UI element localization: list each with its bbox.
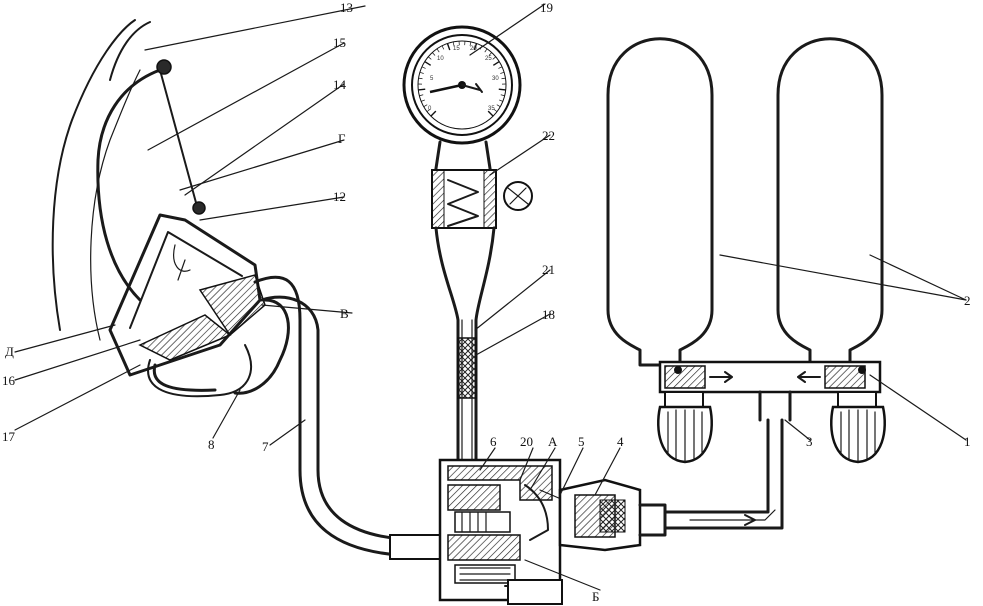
gauge-tick — [487, 110, 494, 117]
label-21: 21 — [542, 262, 555, 277]
label-17: 17 — [2, 429, 16, 444]
manifold — [658, 360, 882, 422]
high-pressure-line-3 — [663, 418, 784, 530]
gauge-scale-label: 10 — [437, 56, 444, 62]
strap-buckle-icon — [192, 201, 206, 215]
label-18: 18 — [542, 307, 555, 322]
breathing-hose-7 — [253, 275, 441, 560]
gauge-tick — [498, 88, 506, 91]
head-outline — [51, 19, 151, 341]
gauge-tick — [441, 45, 445, 50]
gauge-scale-label: 20 — [470, 46, 477, 52]
gauge-tick — [423, 104, 428, 108]
mask-valve-box — [138, 314, 232, 361]
gauge-tick — [419, 94, 424, 97]
gauge-tick — [493, 108, 498, 112]
gauge-tick — [421, 99, 426, 102]
valve-handwheel-right — [830, 391, 886, 464]
gauge-tick — [498, 99, 503, 102]
label-G: Г — [338, 131, 346, 146]
label-7: 7 — [262, 439, 269, 454]
gauge-scale-label: 30 — [492, 76, 499, 82]
capillary-tube-21 — [434, 226, 496, 462]
filter-18 — [457, 337, 477, 399]
cylinder-right — [776, 37, 884, 367]
gauge-ticks — [418, 41, 506, 117]
gauge-tick — [419, 72, 424, 74]
gauge-tick — [436, 48, 440, 53]
cylinder-left — [606, 37, 714, 367]
gauge-tick — [426, 108, 431, 112]
helmet-frame — [96, 59, 206, 302]
gauge-tick — [418, 88, 426, 91]
label-A: А — [548, 434, 558, 449]
label-5: 5 — [578, 434, 585, 449]
label-3: 3 — [806, 434, 813, 449]
label-8: 8 — [208, 437, 215, 452]
gauge-tick — [500, 94, 505, 97]
label-15: 15 — [333, 35, 346, 50]
label-6: 6 — [490, 434, 497, 449]
gauge-tick — [446, 43, 451, 51]
label-4: 4 — [617, 434, 624, 449]
gauge-tick — [421, 66, 426, 69]
hose-coupling — [389, 534, 441, 560]
label-22: 22 — [542, 128, 555, 143]
gauge-scale-label: 5 — [430, 76, 434, 82]
label-1: 1 — [964, 434, 971, 449]
gauge-stem-22 — [431, 140, 533, 229]
gauge-tick — [469, 41, 472, 46]
gauge-tick — [424, 60, 432, 66]
gauge-tick — [427, 56, 432, 60]
gauge-needle-icon — [429, 83, 463, 94]
gauge-tick — [432, 52, 436, 56]
gauge-tick — [501, 77, 506, 80]
label-14: 14 — [333, 77, 347, 92]
label-19: 19 — [540, 0, 553, 15]
gauge-scale-label: 25 — [485, 56, 492, 62]
label-16: 16 — [2, 373, 16, 388]
label-20: 20 — [520, 434, 533, 449]
reducer-block — [438, 458, 576, 605]
gauge-tick — [430, 110, 437, 117]
gauge-scale-label: 35 — [488, 106, 495, 112]
label-V: В — [340, 306, 349, 321]
gauge-tick — [492, 56, 497, 60]
inlet-fitting — [558, 478, 667, 552]
gauge-tick — [452, 41, 455, 46]
pressure-gauge-19: 0 5 10 15 20 25 30 35 — [402, 25, 522, 145]
gauge-tick — [498, 66, 503, 69]
gauge-tick — [488, 52, 492, 56]
gauge-spring-icon — [447, 179, 479, 227]
gauge-tick — [492, 60, 500, 66]
leader-lines — [14, 3, 967, 591]
label-12: 12 — [333, 189, 346, 204]
label-2: 2 — [964, 293, 971, 308]
label-13: 13 — [340, 0, 353, 15]
helmet-buckle-icon — [156, 59, 172, 75]
gauge-zero-label: 0 — [428, 106, 432, 112]
label-B: Б — [592, 589, 599, 604]
gauge-tick — [418, 77, 423, 80]
label-D: Д — [5, 344, 14, 359]
gauge-tick — [484, 48, 488, 53]
gauge-tick — [496, 104, 501, 108]
gauge-tick — [500, 72, 505, 74]
gauge-tick — [473, 43, 478, 51]
valve-handwheel-left — [657, 391, 713, 464]
gauge-scale-label: 15 — [453, 46, 460, 52]
